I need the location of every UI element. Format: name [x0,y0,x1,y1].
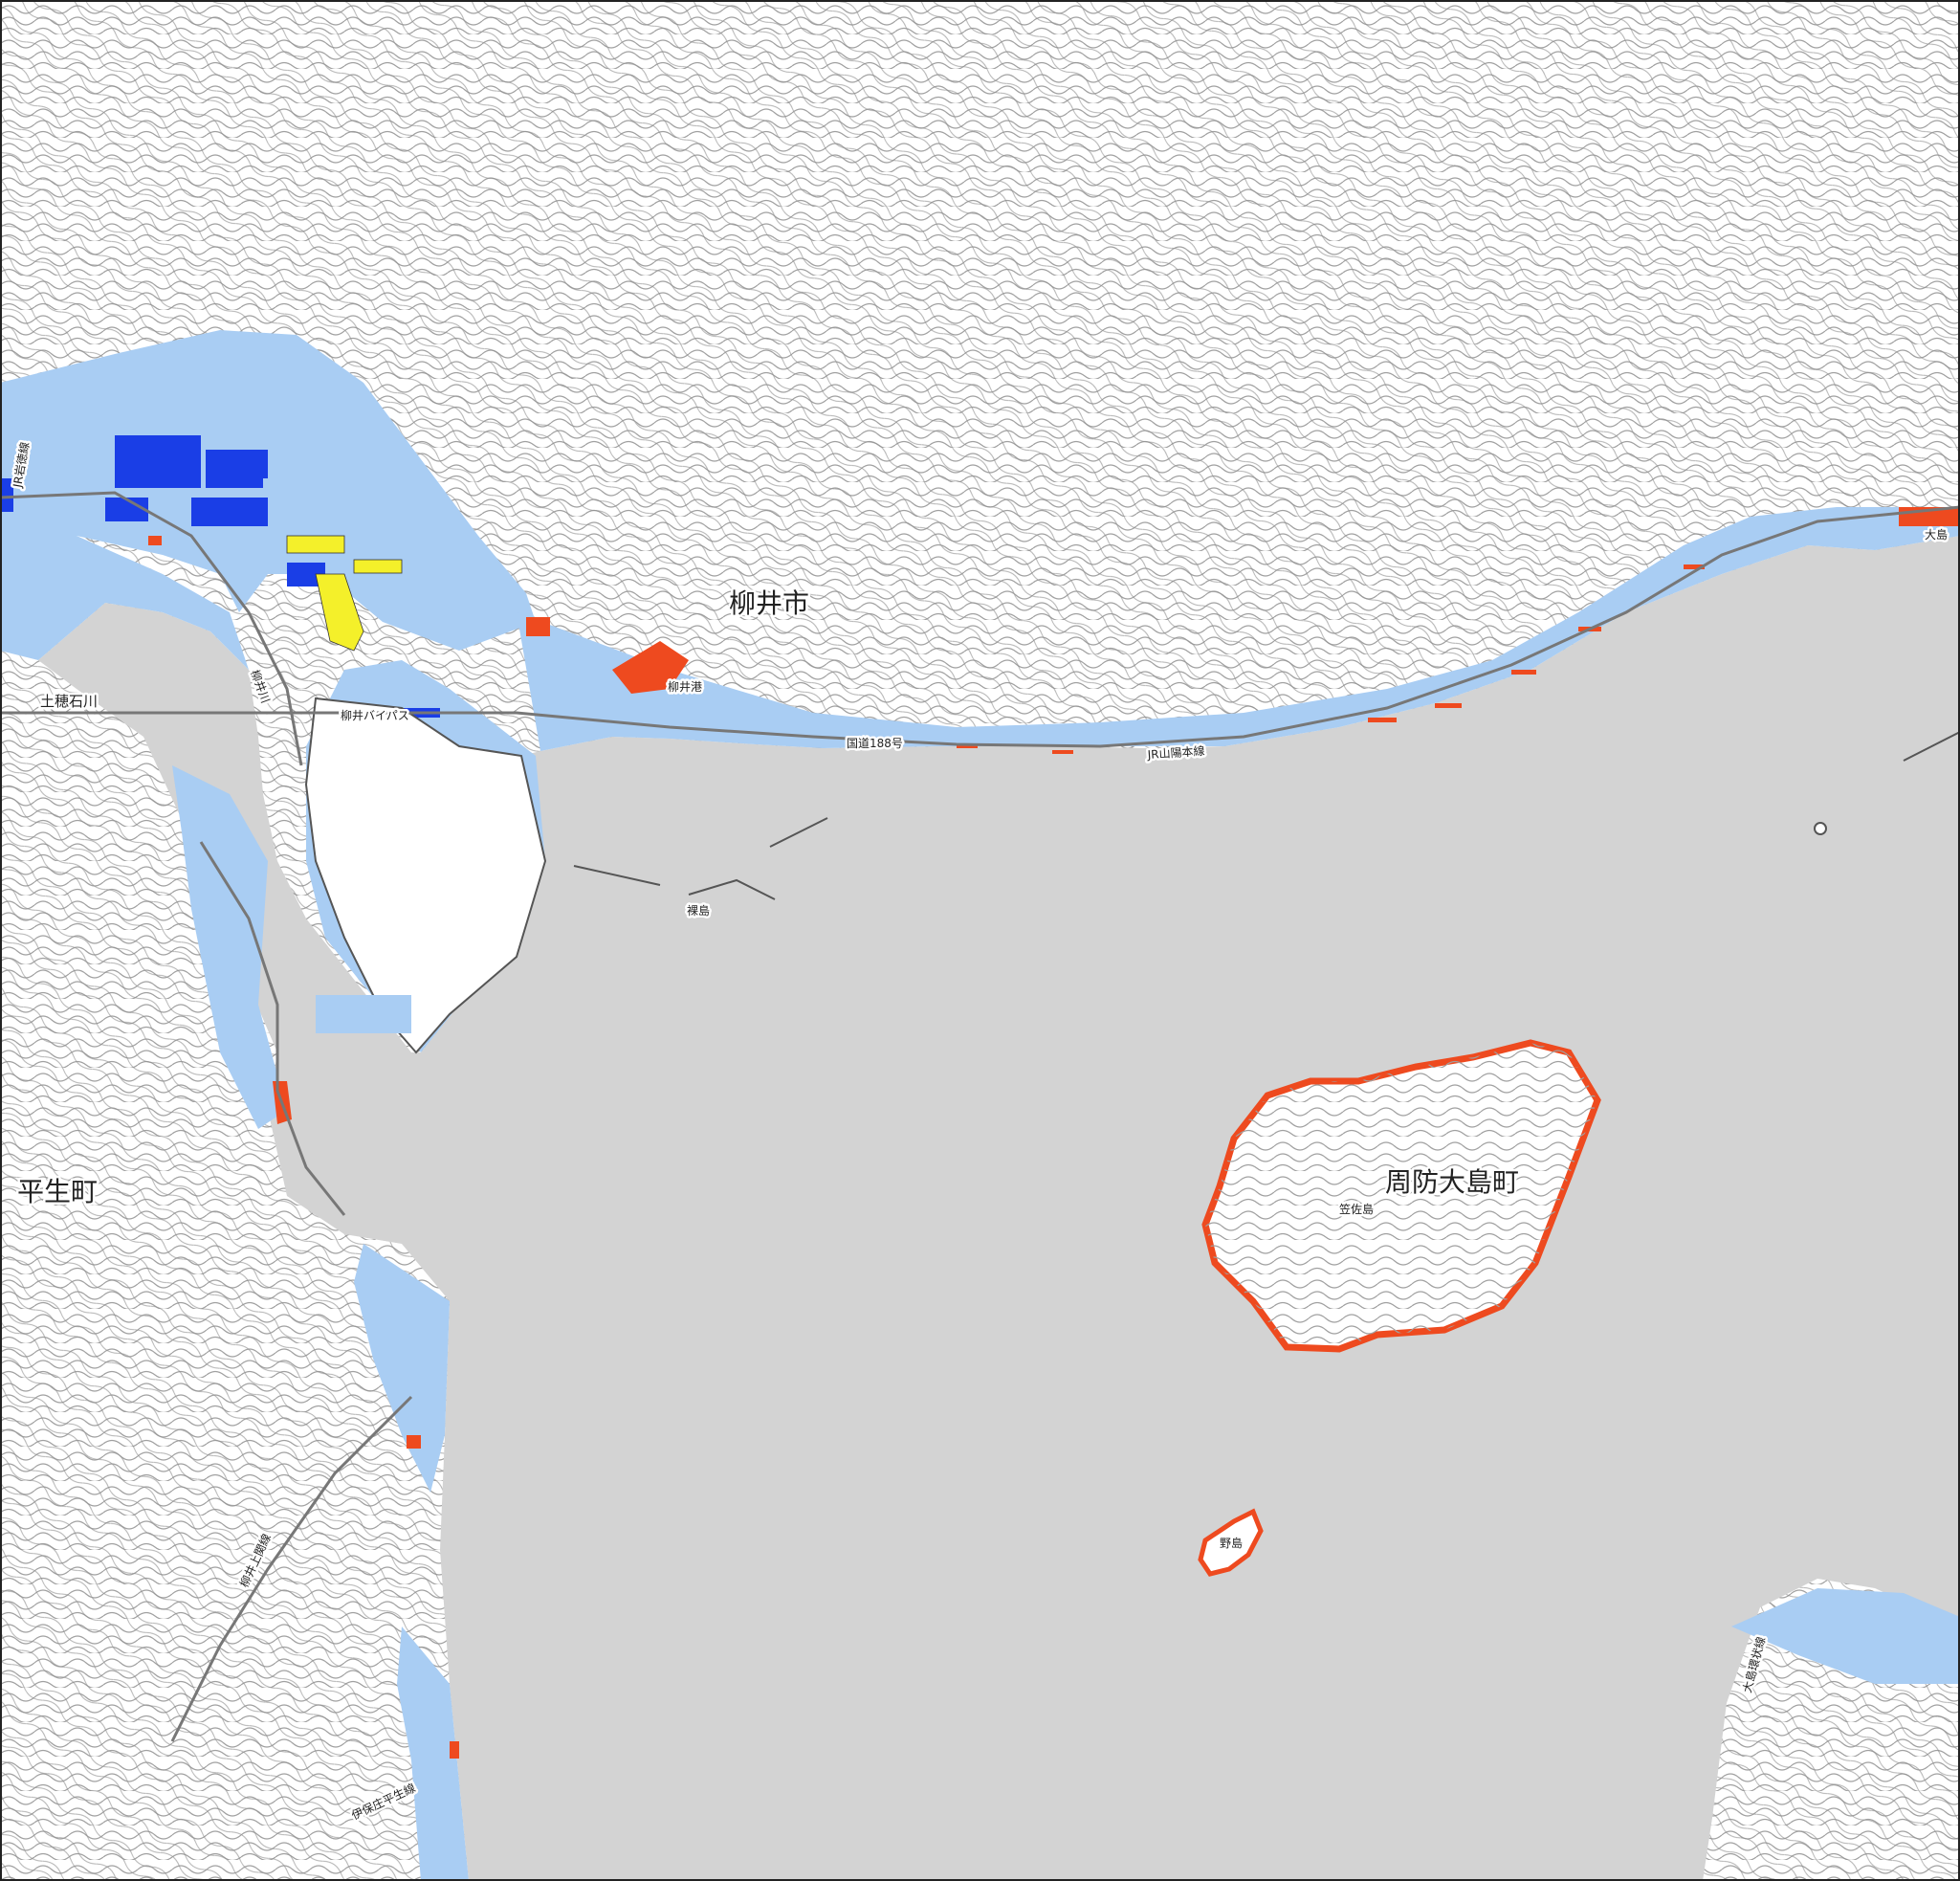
breakwaters [573,731,1960,900]
label-hirao-town: 平生町 [17,1176,98,1207]
reclaimed-land-flood [316,995,411,1033]
label-oshima-road: 大島 [1925,527,1948,542]
roads [0,491,1960,1742]
sea [38,536,1960,1881]
label-nojima: 野島 [1220,1536,1243,1550]
reclaimed-land [304,697,547,1054]
label-yanai-port: 柳井港 [668,680,702,694]
flood-zone-yellow [286,535,403,652]
kasa-island [1201,1039,1601,1353]
label-route-188: 国道188号 [847,737,903,750]
label-yanai-city: 柳井市 [729,587,809,619]
label-suo-oshima-town: 周防大島町 [1385,1166,1519,1198]
label-kasa-island: 笠佐島 [1339,1202,1374,1216]
label-hadakajima: 裸島 [687,903,710,918]
label-yanai-bypass: 柳井バイパス [341,709,409,722]
label-dohoishi-river: 土穂石川 [40,693,98,710]
nojima-island [1198,1508,1264,1577]
